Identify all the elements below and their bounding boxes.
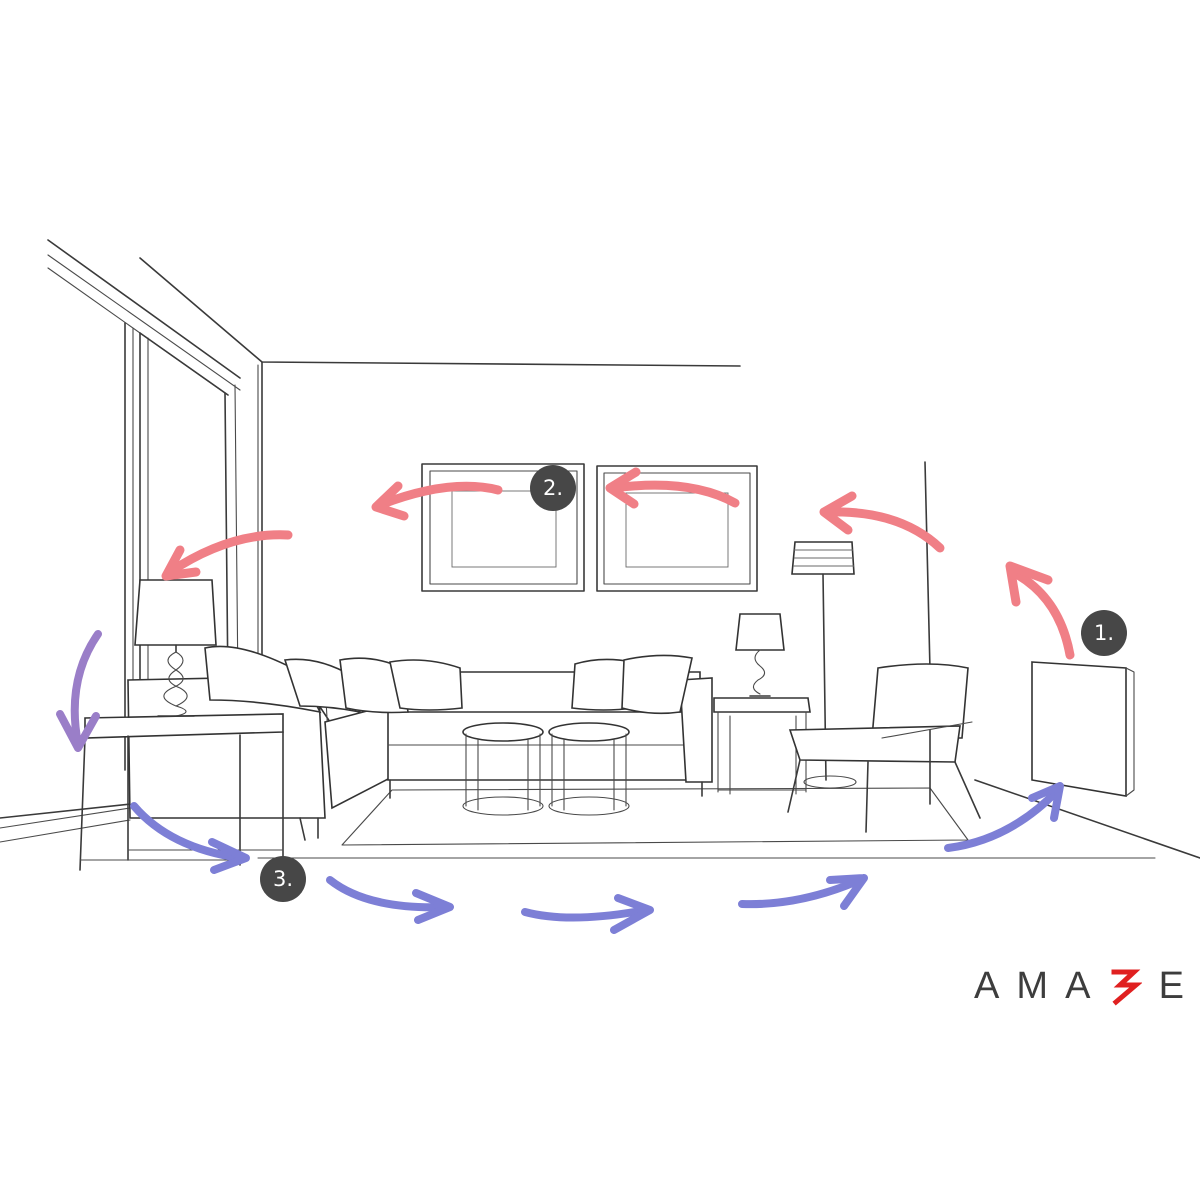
- warm-air-flow: [161, 467, 1075, 660]
- cool-air-arrow: [326, 876, 454, 924]
- flame-r-mark: [1111, 969, 1142, 1006]
- flame-r-icon: [1111, 969, 1142, 1006]
- brand-letter: A: [974, 964, 1000, 1007]
- cool-air-arrow: [521, 894, 654, 934]
- warm-air-arrow: [819, 491, 945, 553]
- side-table-right: [713, 697, 811, 795]
- step-label: 2.: [543, 476, 563, 500]
- warm-air-arrow: [161, 530, 293, 581]
- step-label: 3.: [273, 867, 293, 891]
- cool-air-arrow: [738, 874, 868, 910]
- cool-air-arrow: [130, 802, 250, 874]
- coffee-tables: [462, 722, 630, 816]
- cooling-air-arrow: [56, 630, 102, 752]
- cool-air-arrow: [944, 782, 1064, 852]
- floor-lamp: [791, 541, 857, 789]
- step-label: 1.: [1094, 621, 1114, 645]
- table-lamp-left: [134, 579, 217, 717]
- warm-air-arrow: [371, 481, 503, 521]
- warm-air-arrow: [605, 467, 740, 509]
- brand-letter: M: [1016, 964, 1049, 1007]
- step-badge-3: 3.: [260, 856, 306, 902]
- sofa: [127, 645, 713, 841]
- brand-letter: E: [1158, 964, 1184, 1007]
- cool-air-flow: [130, 782, 1064, 934]
- brand-letter: A: [1065, 964, 1091, 1007]
- panel-heater: [1031, 661, 1135, 797]
- picture-frame-right: [596, 465, 758, 592]
- picture-frame-left: [421, 463, 585, 592]
- warm-air-arrow: [1005, 561, 1075, 660]
- armchair: [787, 663, 981, 833]
- step-badge-1: 1.: [1081, 610, 1127, 656]
- brand-logo: A M A E: [974, 962, 1184, 1010]
- table-lamp-right: [735, 613, 785, 697]
- rug: [341, 787, 969, 846]
- step-badge-2: 2.: [530, 465, 576, 511]
